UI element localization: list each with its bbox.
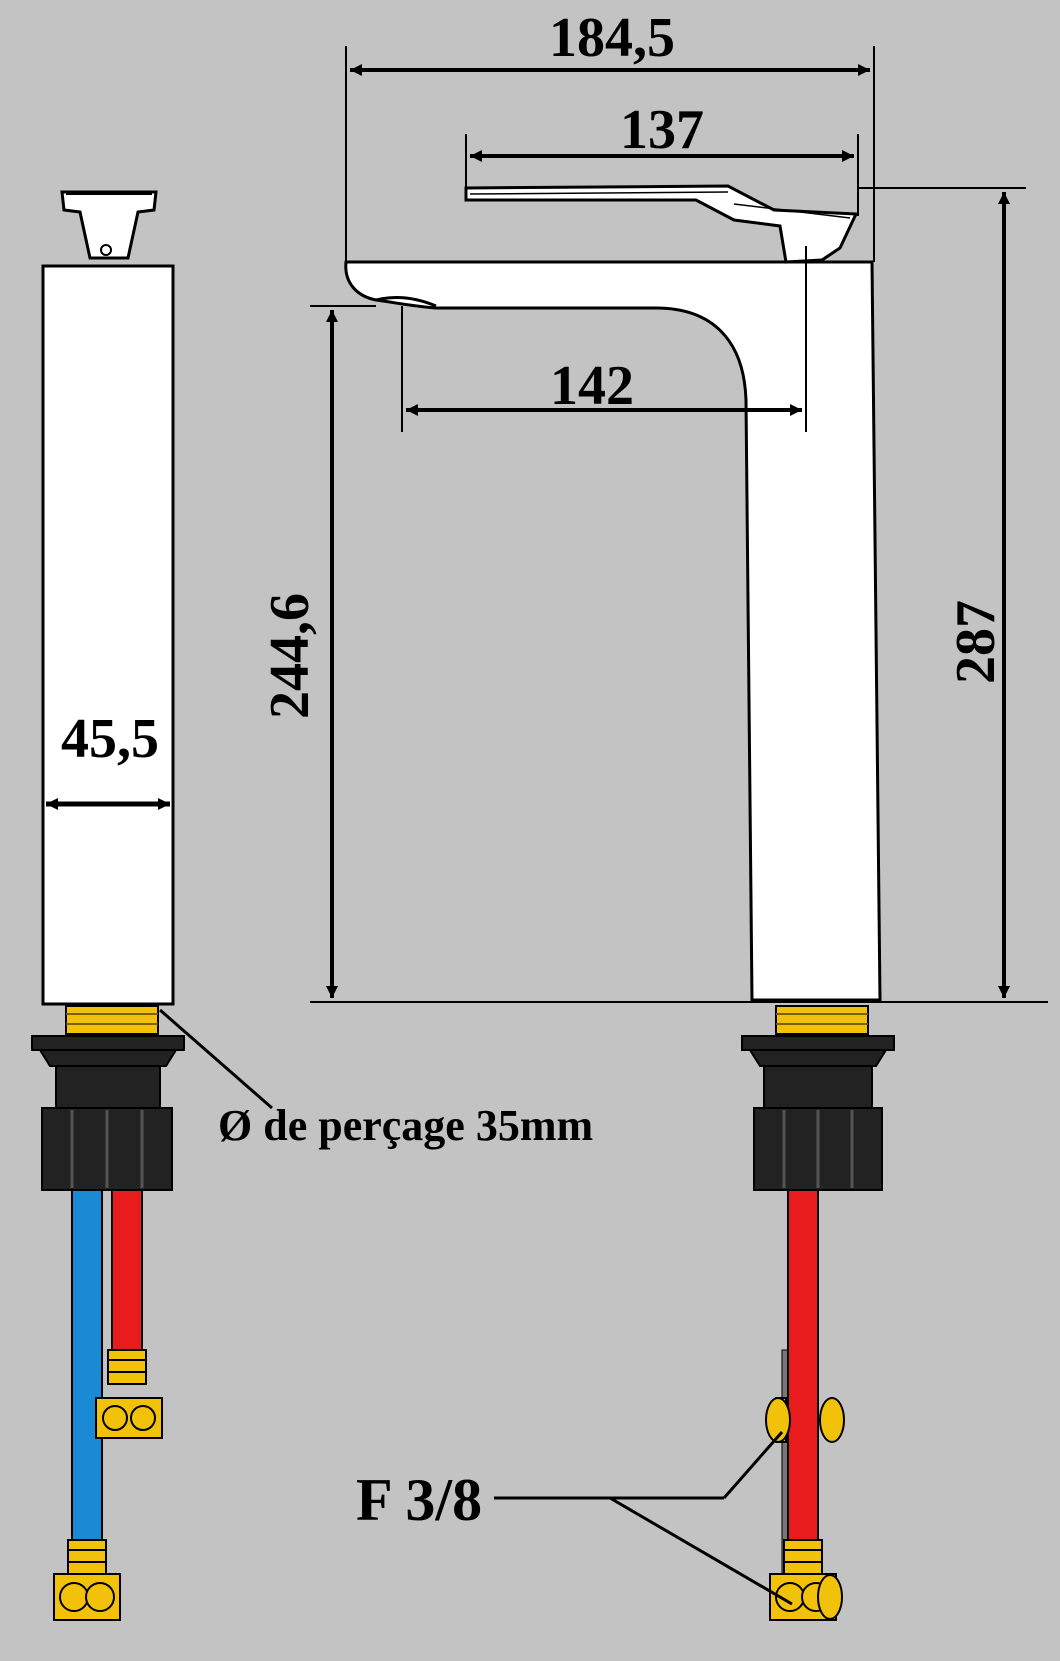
handle-length-label: 137 — [620, 99, 704, 161]
front-view: 45,5 — [31, 190, 593, 1621]
washer-right — [741, 1035, 895, 1051]
faucet-body-front — [41, 264, 175, 1006]
connector-nut-upper — [765, 1397, 845, 1443]
drilling-leader-line — [159, 1008, 273, 1110]
lever-handle — [464, 184, 859, 264]
overall-length-label: 184,5 — [549, 7, 675, 69]
hot-water-hose-right — [787, 1189, 819, 1541]
hot-connector-nut-left — [95, 1397, 163, 1439]
spout-height-label: 244,6 — [259, 593, 321, 719]
cold-connector-nut — [53, 1573, 121, 1621]
width-dimension-label: 45,5 — [61, 708, 159, 770]
mounting-thread-right — [775, 1005, 869, 1035]
washer-left — [31, 1035, 185, 1051]
spout-reach-label: 142 — [550, 355, 634, 417]
handle-knob — [60, 190, 158, 260]
hot-water-hose-left — [111, 1189, 143, 1351]
cold-water-hose — [71, 1189, 103, 1541]
side-view: 184,5 137 142 244,6 287 — [259, 7, 1048, 1621]
faucet-body-side — [344, 260, 882, 1002]
connector-thread-label: F 3/8 — [356, 1467, 482, 1533]
mounting-thread-left — [65, 1005, 159, 1035]
drilling-diameter-label: Ø de perçage 35mm — [218, 1101, 593, 1150]
total-height-label: 287 — [945, 600, 1007, 684]
connector-nut-lower — [769, 1573, 843, 1621]
